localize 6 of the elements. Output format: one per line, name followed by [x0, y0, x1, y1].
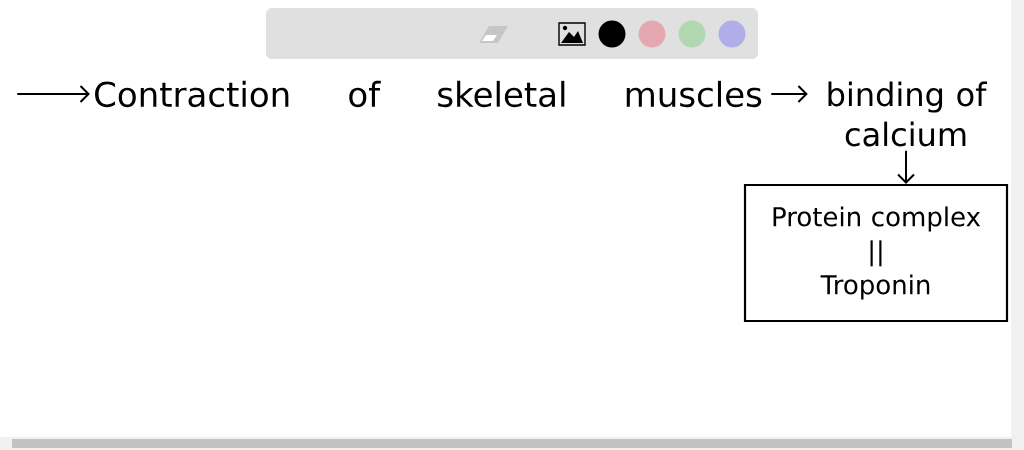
arrow [17, 85, 90, 103]
process-box: Protein complex || Troponin [743, 183, 1009, 323]
text-label: binding of calcium [828, 81, 988, 147]
arrow [771, 85, 808, 103]
text-label: Contraction of skeletal muscles [95, 80, 762, 108]
arrow [897, 150, 915, 184]
